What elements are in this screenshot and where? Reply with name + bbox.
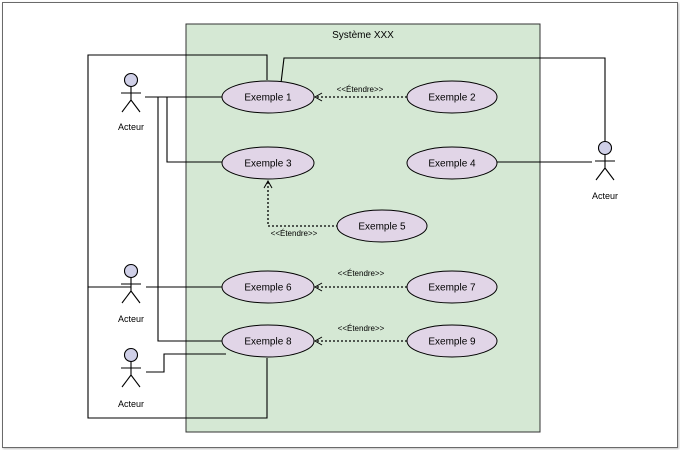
use-cases: Exemple 1 Exemple 2 Exemple 3 Exemple 4 …	[221, 80, 498, 358]
actor-label: Acteur	[118, 122, 144, 132]
use-case-uc3[interactable]: Exemple 3	[221, 146, 315, 180]
actor-label: Acteur	[118, 399, 144, 409]
use-case-label: Exemple 2	[428, 93, 476, 104]
actor-figure-1[interactable]: Acteur	[118, 72, 144, 133]
association-actor3-uc8-loop	[87, 286, 268, 419]
use-case-uc7[interactable]: Exemple 7	[406, 270, 498, 304]
association-actor1-uc8	[157, 97, 222, 342]
use-case-label: Exemple 3	[244, 159, 292, 170]
actor-label: Acteur	[592, 191, 618, 201]
actor-figure-4[interactable]: Acteur	[592, 140, 618, 202]
use-case-label: Exemple 8	[244, 337, 292, 348]
extend-uc5-uc3	[263, 179, 338, 227]
association-actor4-uc1	[280, 57, 606, 143]
association-actor1-uc3	[145, 96, 222, 163]
use-case-uc9[interactable]: Exemple 9	[406, 324, 498, 358]
use-case-uc2[interactable]: Exemple 2	[406, 80, 498, 114]
use-case-label: Exemple 9	[428, 337, 476, 348]
extend-labels: <<Étendre>> <<Étendre>> <<Étendre>> <<Ét…	[271, 85, 385, 333]
association-actor3-uc8	[146, 353, 226, 373]
use-case-label: Exemple 4	[428, 159, 476, 170]
use-case-label: Exemple 5	[358, 222, 406, 233]
use-case-uc4[interactable]: Exemple 4	[406, 146, 498, 180]
extend-label-uc2-uc1: <<Étendre>>	[337, 85, 384, 94]
system-title: Système XXX	[332, 30, 394, 41]
use-case-label: Exemple 7	[428, 283, 476, 294]
extend-label-uc5-uc3: <<Étendre>>	[271, 229, 318, 238]
extend-relations	[263, 92, 407, 346]
extend-label-uc9-uc8: <<Étendre>>	[338, 324, 385, 333]
association-lines	[87, 54, 606, 419]
extend-label-uc7-uc6: <<Étendre>>	[338, 269, 385, 278]
actor-label: Acteur	[118, 314, 144, 324]
actor-figure-3[interactable]: Acteur	[118, 347, 144, 410]
use-case-uc8[interactable]: Exemple 8	[221, 324, 315, 358]
use-case-label: Exemple 6	[244, 283, 292, 294]
use-case-label: Exemple 1	[244, 93, 292, 104]
actors: Acteur Acteur Acteur Acteur	[118, 72, 618, 410]
use-case-uc6[interactable]: Exemple 6	[221, 270, 315, 304]
use-case-uc1[interactable]: Exemple 1	[221, 80, 315, 114]
use-case-uc5[interactable]: Exemple 5	[336, 209, 428, 243]
actor-figure-2[interactable]: Acteur	[118, 263, 144, 325]
